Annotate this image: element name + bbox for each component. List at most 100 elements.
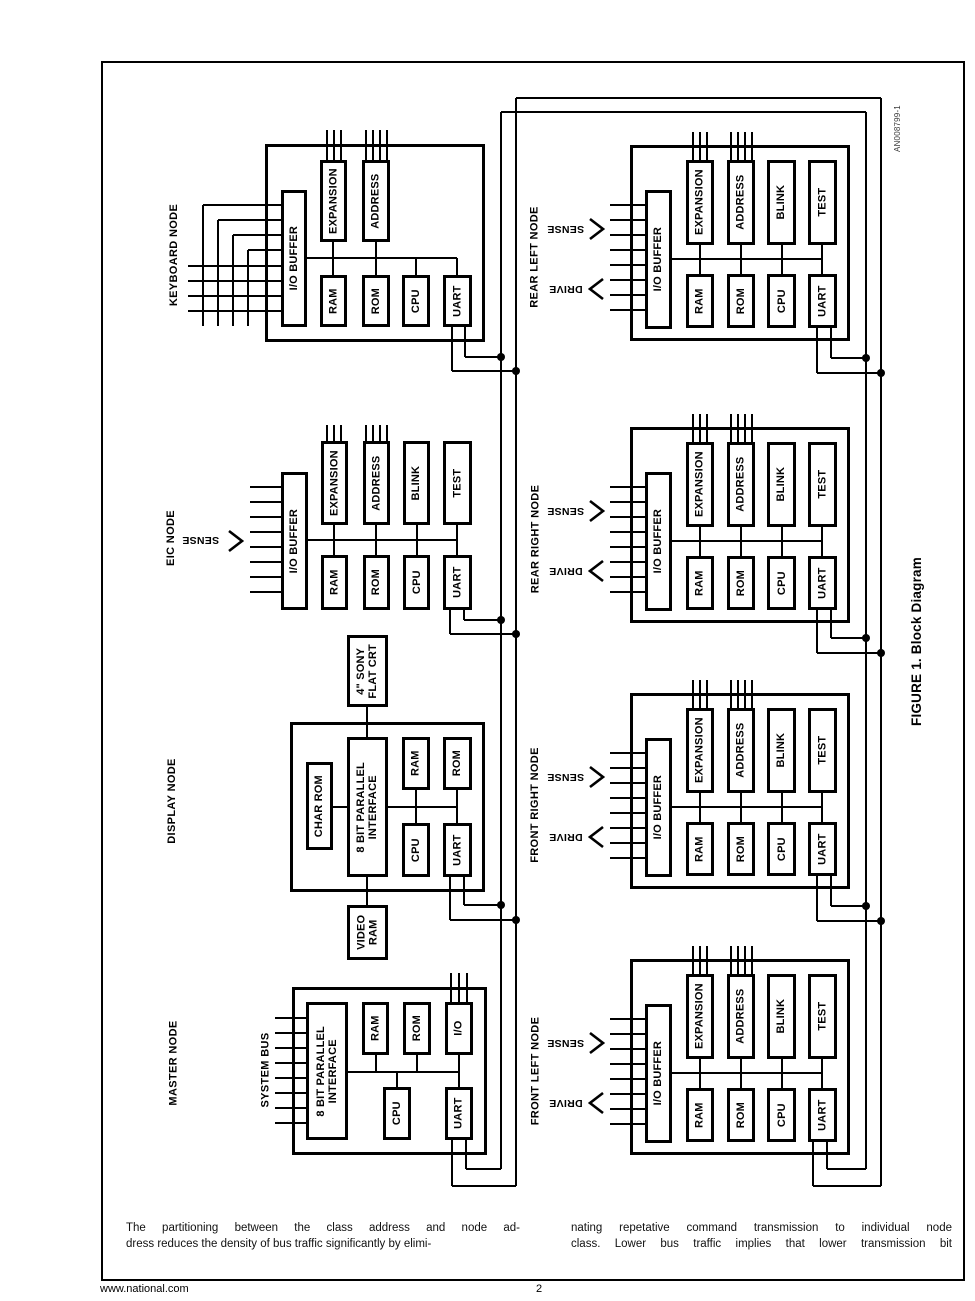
eic-node-address-block-label: ADDRESS (370, 455, 383, 511)
footer-page-number: 2 (536, 1283, 543, 1295)
front-left-node-blink-block: BLINK (767, 974, 796, 1059)
front-left-node-uart-block: UART (808, 1088, 837, 1142)
wire (826, 1142, 828, 1169)
bus-tick (326, 130, 328, 161)
bus-tick (730, 680, 732, 709)
wire (307, 257, 457, 259)
bus-tick (737, 680, 739, 709)
input-line (250, 501, 281, 503)
display-node-char-rom-block-label: CHAR ROM (313, 774, 326, 838)
system-bus-line (275, 1047, 306, 1049)
wire (817, 920, 881, 922)
front-right-node-cpu-block-label: CPU (775, 837, 788, 861)
input-line (610, 842, 645, 844)
input-line (610, 1048, 645, 1050)
display-node-crt-block: 4" SONY FLAT CRT (347, 635, 388, 707)
serial-bus-line (880, 98, 882, 1186)
junction-dot (512, 630, 520, 638)
eic-node-rom-block: ROM (363, 555, 390, 610)
eic-node-expansion-block: EXPANSION (321, 441, 348, 525)
master-node-ram-block: RAM (362, 1002, 389, 1055)
wire (396, 1072, 398, 1087)
junction-dot (497, 616, 505, 624)
front-right-node-blink-block-label: BLINK (775, 733, 788, 768)
wire (831, 357, 866, 359)
wire (452, 370, 516, 372)
io-tick (458, 973, 460, 1003)
input-line (610, 204, 645, 206)
wire (830, 328, 832, 358)
keyboard-node-expansion-block-label: EXPANSION (327, 168, 340, 234)
front-left-node-rom-block-label: ROM (734, 1101, 747, 1129)
wire (821, 527, 823, 556)
rear-left-node-rom-block-label: ROM (734, 287, 747, 315)
keyboard-node-label: KEYBOARD NODE (94, 175, 254, 335)
bus-tick (699, 132, 701, 161)
keyboard-node-label-text: KEYBOARD NODE (168, 203, 180, 307)
rear-right-node-ram-block: RAM (686, 556, 714, 610)
display-node-crt-block-label: 4" SONY FLAT CRT (355, 643, 380, 699)
junction-dot (512, 916, 520, 924)
io-tick (466, 973, 468, 1003)
keyboard-node-cpu-block: CPU (402, 275, 430, 327)
bus-tick (340, 425, 342, 442)
wire (464, 904, 501, 906)
input-line (250, 516, 281, 518)
front-left-node-ram-block-label: RAM (693, 1102, 706, 1128)
input-line (610, 501, 645, 503)
input-line (610, 1018, 645, 1020)
input-line (610, 561, 645, 563)
rear-right-node-io-buffer-block-label: I/O BUFFER (652, 509, 665, 574)
wire (456, 790, 458, 823)
bus-tick (692, 946, 694, 975)
input-line (250, 591, 281, 593)
bus-tick (699, 946, 701, 975)
input-line (610, 234, 645, 236)
watermark-code: AN008799-1 (837, 68, 957, 188)
input-line (610, 516, 645, 518)
rear-right-node-cpu-block: CPU (767, 556, 796, 610)
keyboard-node-rom-block-label: ROM (369, 287, 382, 315)
front-right-node-rom-block: ROM (727, 822, 755, 876)
wire (388, 806, 457, 808)
master-node-cpu-block: CPU (383, 1087, 411, 1140)
junction-dot (497, 901, 505, 909)
front-right-node-uart-block-label: UART (816, 833, 829, 865)
bus-tick (744, 132, 746, 161)
front-left-node-outline (630, 959, 850, 1155)
keyboard-node-ram-block-label: RAM (327, 288, 340, 314)
body-text-col1: The partitioning between the class addre… (126, 1221, 520, 1253)
footer-url: www.national.com (100, 1283, 189, 1295)
wire (817, 372, 881, 374)
wire (781, 527, 783, 556)
keyboard-matrix-line (218, 219, 281, 221)
master-node-io-block: I/O (445, 1002, 473, 1055)
input-line (610, 531, 645, 533)
front-left-node-test-block: TEST (808, 974, 837, 1059)
keyboard-matrix-line (248, 249, 281, 251)
rear-right-node-address-block-label: ADDRESS (734, 456, 747, 513)
front-left-node-expansion-block: EXPANSION (686, 974, 714, 1059)
wire (465, 1140, 467, 1169)
front-left-node-address-block-label: ADDRESS (734, 988, 747, 1045)
wire (451, 1140, 453, 1186)
front-left-node-test-block-label: TEST (816, 1002, 829, 1031)
keyboard-node-ram-block: RAM (320, 275, 347, 327)
wire (463, 877, 465, 905)
wire (458, 1055, 460, 1087)
master-node-interface-block-label: 8 BIT PARALLEL INTERFACE (314, 1025, 340, 1117)
wire (831, 637, 866, 639)
drive-arrow-icon (588, 559, 604, 583)
wire (456, 525, 458, 555)
junction-dot (877, 649, 885, 657)
sense-arrow-icon (589, 1031, 605, 1055)
bus-tick (386, 425, 388, 442)
body-text-col2: nating repetative command transmission t… (571, 1221, 952, 1253)
input-line (610, 1093, 645, 1095)
wire (464, 327, 466, 357)
rear-right-node-expansion-block: EXPANSION (686, 442, 714, 527)
sense-arrow-icon (589, 765, 605, 789)
system-bus-line (275, 1122, 306, 1124)
front-left-node-io-buffer-block-label: I/O BUFFER (652, 1041, 665, 1106)
master-node-cpu-block-label: CPU (390, 1101, 403, 1126)
